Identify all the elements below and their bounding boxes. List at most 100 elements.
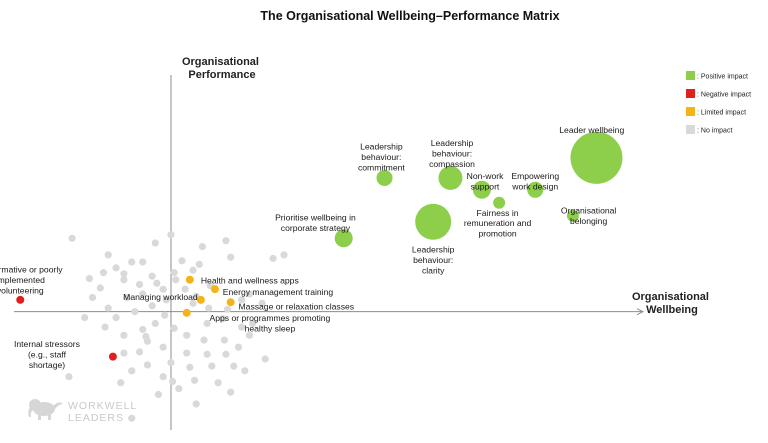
label-fairness-remuneration-line: remuneration and [464,218,532,228]
workwell-leaders-logo: WORKWELL LEADERS [28,399,136,424]
impact-points [16,131,623,361]
no-impact-point [178,257,186,265]
no-impact-point [162,296,170,304]
logo-text-line-2: LEADERS [68,412,124,424]
no-impact-point [120,349,128,357]
point-leader-wellbeing [570,131,623,184]
no-impact-point [198,242,206,251]
no-impact-point [222,350,230,358]
point-leadership-compassion [438,165,463,190]
no-impact-point [123,293,131,302]
elephant-logo-icon [28,399,63,420]
label-fairness-remuneration-line: Fairness in [477,208,519,218]
legend: : Positive impact: Negative impact: Limi… [686,71,751,135]
label-energy-management-training: Energy management training [223,287,334,297]
label-leadership-clarity-line: clarity [422,265,445,275]
no-impact-point [183,331,191,339]
no-impact-point [249,319,257,328]
point-energy-management-training [210,285,219,294]
no-impact-point [136,348,144,356]
label-leadership-clarity-line: behaviour: [413,255,453,265]
no-impact-point [186,363,194,371]
no-impact-point [245,331,254,339]
label-health-wellness-apps-line: Health and wellness apps [201,275,299,285]
point-fairness-remuneration [493,196,506,209]
no-impact-point [104,251,112,259]
label-performative-volunteering: Performative or poorlyimplementedvolunte… [0,265,63,296]
no-impact-point [227,253,235,261]
label-managing-workload-line: Managing workload [123,292,198,302]
no-impact-point [183,349,191,357]
no-impact-point [153,279,161,287]
label-internal-stressors-line: Internal stressors [14,339,80,349]
no-impact-point [234,343,243,351]
point-performative-volunteering [16,295,25,304]
no-impact-point [205,304,213,312]
no-impact-points [65,231,288,422]
no-impact-point [139,290,147,298]
no-impact-point [269,254,277,263]
legend-label-none: : No impact [697,128,732,135]
label-managing-workload: Managing workload [123,292,198,302]
no-impact-point [99,269,108,277]
label-prioritise-wellbeing-strategy-line: Prioritise wellbeing in [275,213,356,223]
no-impact-point [241,367,249,375]
point-health-wellness-apps [185,275,194,284]
point-prioritise-wellbeing-strategy [334,229,353,248]
no-impact-point [200,336,208,344]
no-impact-point [159,285,167,293]
no-impact-point [192,400,200,408]
no-impact-point [172,276,180,284]
label-leadership-compassion-line: behaviour: [432,148,472,158]
point-organisational-belonging [566,209,579,222]
point-non-work-support [472,180,491,199]
no-impact-point [96,284,104,292]
label-leadership-commitment-line: behaviour: [361,152,401,162]
label-health-wellness-apps: Health and wellness apps [201,275,299,285]
no-impact-point [220,336,228,344]
label-organisational-belonging-line: Organisational [561,205,617,215]
no-impact-point [128,367,136,375]
point-empowering-work-design [527,181,544,198]
label-internal-stressors-line: (e.g., staff [28,350,67,360]
no-impact-point [142,332,150,341]
no-impact-point [230,362,238,370]
label-leadership-compassion-line: Leadership [431,138,474,148]
label-leadership-commitment-line: Leadership [360,142,403,152]
no-impact-point [120,276,128,284]
no-impact-point [139,325,147,334]
no-impact-point [88,293,97,302]
label-empowering-work-design-line: work design [511,182,558,192]
chart-title: The Organisational Wellbeing–Performance… [260,9,559,23]
no-impact-point [175,384,183,393]
legend-swatch-none [686,125,695,134]
no-impact-point [65,373,73,381]
no-impact-point [181,285,189,293]
label-apps-healthy-sleep-line: healthy sleep [245,324,296,334]
label-empowering-work-design-line: Empowering [511,171,559,181]
no-impact-point [170,324,178,332]
no-impact-point [203,319,211,328]
no-impact-point [151,319,159,328]
no-impact-point [120,270,128,278]
legend-label-limited: : Limited impact [697,110,746,117]
no-impact-point [159,373,167,381]
no-impact-point [189,299,197,307]
x-axis-label-line-2: Wellbeing [646,304,698,316]
label-energy-management-training-line: Energy management training [223,287,334,297]
no-impact-point [148,272,156,280]
legend-label-negative: : Negative impact [697,92,751,99]
no-impact-point [190,376,199,384]
no-impact-point [219,315,227,323]
label-leadership-clarity-line: Leadership [412,245,455,255]
label-leadership-compassion-line: compassion [429,159,475,169]
label-fairness-remuneration-line: promotion [478,229,516,239]
no-impact-point [128,258,136,266]
legend-swatch-negative [686,89,695,98]
no-impact-point [168,377,177,386]
